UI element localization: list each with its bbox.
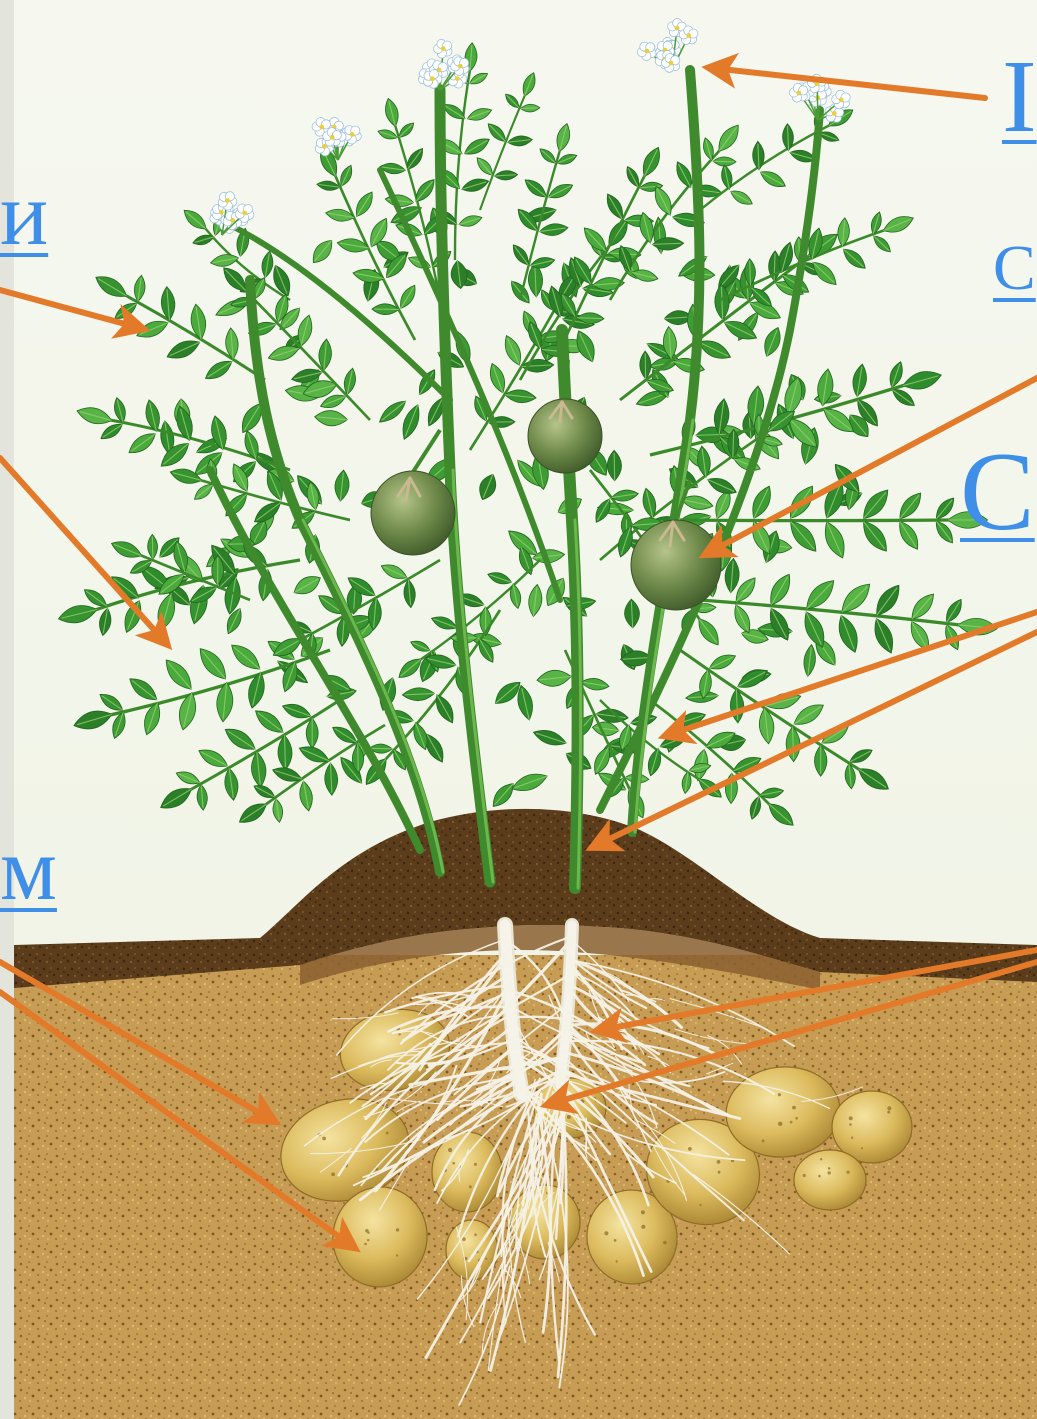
leaf-rachis bbox=[680, 520, 950, 521]
flower-center bbox=[669, 61, 674, 66]
potato-eye bbox=[778, 1093, 781, 1096]
potato-eye bbox=[485, 1258, 487, 1260]
flower-center bbox=[430, 76, 435, 81]
flower-center bbox=[686, 33, 691, 38]
leaflet-vein bbox=[152, 536, 153, 559]
potato-eye bbox=[663, 1241, 667, 1245]
leaflet-vein bbox=[371, 748, 392, 749]
label-left-upper-link[interactable]: и bbox=[0, 170, 48, 260]
potato-eye bbox=[820, 1158, 822, 1160]
leaflet-vein bbox=[614, 453, 615, 481]
flower-center bbox=[330, 135, 335, 140]
flower-center bbox=[350, 132, 355, 137]
potato-eye bbox=[790, 1121, 793, 1124]
label-left-lower-link[interactable]: м bbox=[0, 825, 57, 915]
potato-eye bbox=[792, 1106, 796, 1110]
potato-eye bbox=[469, 1185, 472, 1188]
leaflet-vein bbox=[521, 108, 539, 109]
label-top-right-link[interactable]: I bbox=[1002, 45, 1037, 149]
potato-eye bbox=[616, 1260, 618, 1262]
potato-eye bbox=[322, 1137, 326, 1141]
potato-eye bbox=[641, 1210, 645, 1214]
potato-eye bbox=[795, 1117, 798, 1120]
flower-center bbox=[675, 26, 680, 31]
label-right-middle-link[interactable]: С bbox=[960, 436, 1035, 548]
potato-eye bbox=[452, 1162, 455, 1165]
potato-eye bbox=[778, 1122, 782, 1126]
potato-eye bbox=[604, 1231, 608, 1235]
potato-eye bbox=[474, 1233, 477, 1236]
potato-eye bbox=[851, 1137, 853, 1139]
potato-eye bbox=[386, 1132, 389, 1135]
label-right-upper-link[interactable]: С bbox=[993, 236, 1036, 300]
flower-center bbox=[219, 210, 224, 215]
flower-center bbox=[225, 198, 230, 203]
flower-center bbox=[645, 49, 650, 54]
potato-eye bbox=[396, 1228, 399, 1231]
potato-eye bbox=[614, 1239, 617, 1242]
potato-eye bbox=[567, 1115, 571, 1119]
potato-eye bbox=[396, 1254, 398, 1256]
flower-center bbox=[832, 111, 837, 116]
leaflet-vein bbox=[713, 161, 734, 162]
potato-eye bbox=[887, 1111, 890, 1114]
berry bbox=[631, 520, 721, 610]
flower-center bbox=[242, 211, 247, 216]
potato-eye bbox=[887, 1106, 891, 1110]
potato-eye bbox=[474, 1163, 477, 1166]
flower-center bbox=[839, 98, 844, 103]
potato-eye bbox=[364, 1243, 367, 1246]
potato-eye bbox=[398, 1033, 400, 1035]
potato-eye bbox=[717, 1160, 721, 1164]
potato-eye bbox=[699, 1204, 701, 1206]
potato-eye bbox=[367, 1232, 369, 1234]
potato-eye bbox=[818, 1175, 821, 1178]
flower-center bbox=[441, 46, 446, 51]
potato-eye bbox=[367, 1239, 369, 1241]
potato-eye bbox=[462, 1237, 466, 1241]
potato-tuber bbox=[794, 1150, 866, 1210]
flower-center bbox=[458, 64, 463, 69]
berry bbox=[528, 399, 602, 473]
flower-center bbox=[797, 91, 802, 96]
flower-center bbox=[319, 125, 324, 130]
potato-eye bbox=[641, 1225, 645, 1229]
potato-eye bbox=[762, 1140, 765, 1143]
potato-eye bbox=[828, 1167, 831, 1170]
leaflet-vein bbox=[750, 261, 751, 286]
potato-eye bbox=[828, 1171, 831, 1174]
potato-eye bbox=[849, 1123, 852, 1126]
potato-eye bbox=[849, 1116, 853, 1120]
potato-eye bbox=[688, 1147, 692, 1151]
potato-eye bbox=[803, 1174, 806, 1177]
potato-eye bbox=[861, 1147, 863, 1149]
potato-eye bbox=[847, 1171, 850, 1174]
potato-eye bbox=[331, 1172, 335, 1176]
potato-eye bbox=[718, 1171, 721, 1174]
potato-eye bbox=[448, 1148, 452, 1152]
flower-center bbox=[455, 76, 460, 81]
